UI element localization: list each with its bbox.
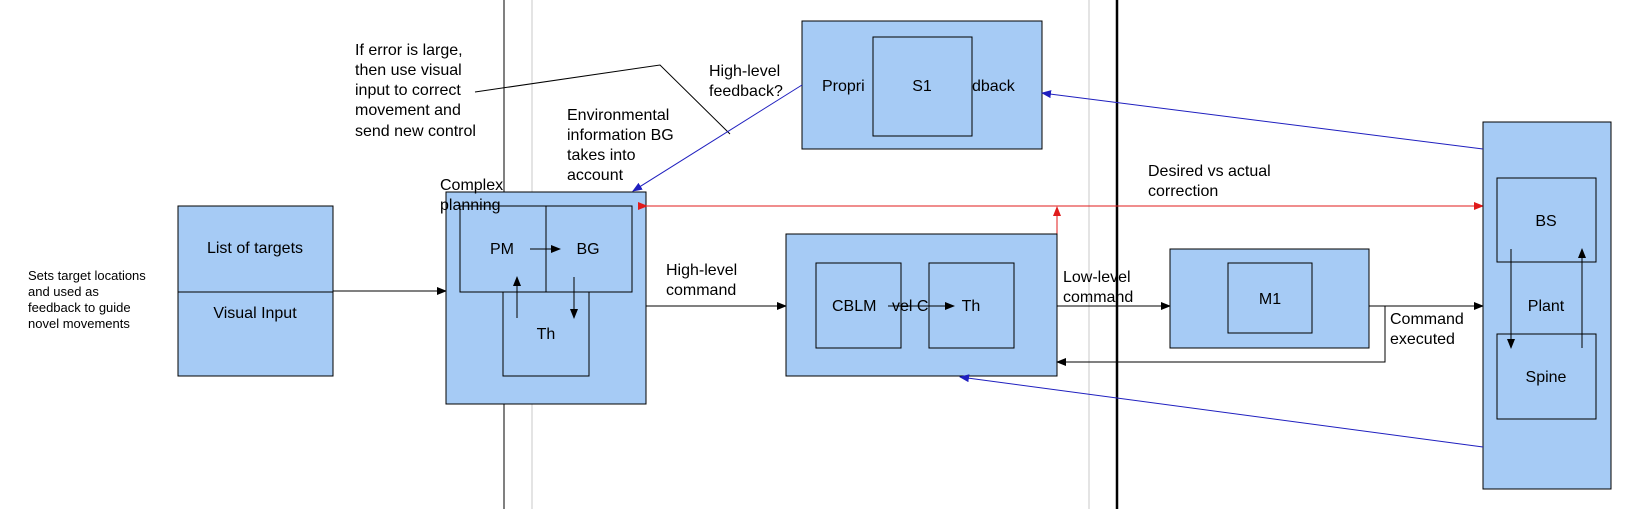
visual-input-block: List of targets Visual Input	[177, 205, 334, 377]
cblm-label: CBLM	[832, 298, 876, 315]
th-planning-label: Th	[537, 326, 556, 343]
callout-line	[474, 64, 731, 135]
arrow-s1-to-planning	[632, 84, 803, 192]
label-command-executed: Command executed	[1390, 311, 1468, 348]
list-of-targets-label: List of targets	[207, 240, 303, 257]
note-environmental: Environmental information BG takes into …	[567, 107, 678, 184]
label-low-level-command: Low-level command	[1063, 269, 1135, 306]
plant-label: Plant	[1528, 298, 1565, 315]
th-cblm-label: Th	[962, 298, 981, 315]
m1-block: M1	[1169, 248, 1370, 349]
bg-label: BG	[576, 241, 599, 258]
visual-input-label: Visual Input	[213, 305, 297, 322]
s1-block: Propri dback S1	[801, 20, 1043, 150]
planning-block: PM BG Th	[445, 191, 647, 405]
s1-label: S1	[912, 78, 932, 95]
proprio-label-left: Propri	[822, 78, 865, 95]
label-high-level-command: High-level command	[666, 262, 742, 299]
proprio-label-right: dback	[972, 78, 1016, 95]
note-desired-vs-actual: Desired vs actual correction	[1148, 163, 1275, 200]
complex-planning-label: Complex planning	[440, 177, 508, 214]
cblm-block: CBLM vel C Th	[785, 233, 1058, 377]
bs-label: BS	[1535, 213, 1556, 230]
spine-label: Spine	[1526, 369, 1567, 386]
arrow-plant-to-s1	[1041, 90, 1484, 150]
note-if-error: If error is large, then use visual input…	[355, 42, 476, 140]
note-high-level-feedback: High-level feedback?	[709, 63, 785, 100]
arrow-command-executed	[1056, 305, 1386, 366]
pm-label: PM	[490, 241, 514, 258]
plant-block: BS Plant Spine	[1482, 121, 1612, 490]
m1-label: M1	[1259, 291, 1281, 308]
note-sets-target: Sets target locations and used as feedba…	[28, 268, 149, 331]
arrow-plant-to-cblm	[959, 374, 1484, 448]
